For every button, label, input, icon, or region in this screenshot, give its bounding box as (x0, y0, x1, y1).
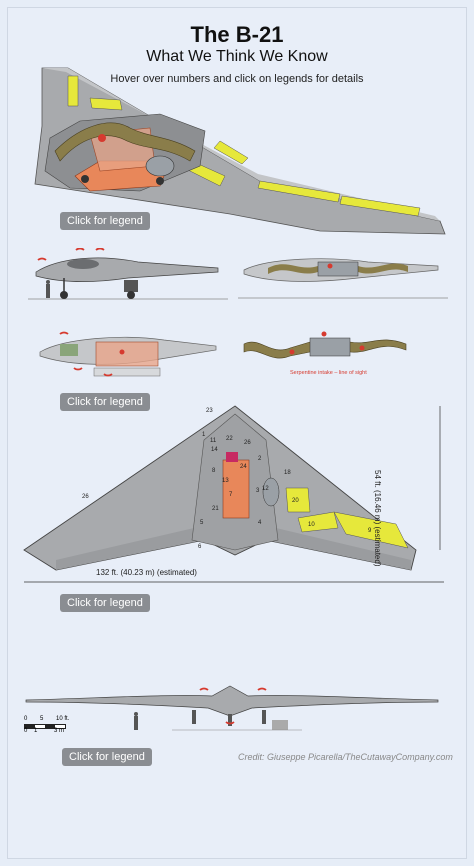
page-title: The B-21 (190, 22, 284, 47)
marker-arc-1[interactable] (37, 257, 47, 261)
plan-number-7: 7 (229, 492, 233, 498)
plan-number-19: 20 (292, 498, 299, 504)
planform-trailing (266, 528, 411, 570)
serpentine-intake-view[interactable]: Serpentine intake – line of sight (240, 326, 410, 378)
front-gear-right (262, 710, 266, 724)
front-view[interactable] (22, 676, 442, 734)
plan-number-4: 4 (258, 520, 262, 526)
plan-number-22: 23 (206, 408, 213, 414)
plan-number-9: 9 (368, 528, 372, 534)
scale-m-1: 1 (34, 728, 38, 734)
panel-c[interactable] (213, 140, 249, 165)
engine-xray[interactable] (317, 261, 359, 277)
plan-number-11: 11 (210, 438, 217, 444)
credit-line: Credit: Giuseppe Picarella/TheCutawayCom… (238, 752, 453, 762)
span-label: 132 ft. (40.23 m) (estimated) (96, 568, 197, 577)
plan-number-23: 24 (240, 464, 247, 470)
hover-hint: Hover over numbers and click on legends … (110, 73, 364, 85)
panel-19[interactable] (285, 487, 311, 513)
scale-m-0: 0 (24, 728, 28, 734)
panel-9-left[interactable] (333, 511, 409, 549)
front-marker-3[interactable] (225, 721, 235, 725)
bay-box-side[interactable] (95, 341, 159, 367)
marker-arc-6[interactable] (103, 373, 113, 377)
engine-top[interactable] (262, 477, 280, 507)
legend-button-4[interactable]: Click for legend (62, 748, 152, 766)
front-person (134, 716, 138, 730)
marker-serp-3[interactable] (359, 345, 365, 351)
marker-arc-4[interactable] (59, 331, 69, 335)
page-subtitle: What We Think We Know (146, 48, 328, 65)
front-gear-left (192, 710, 196, 724)
marker-xray[interactable] (327, 263, 333, 269)
panel-a[interactable] (67, 75, 79, 107)
plan-number-24: 26 (244, 440, 251, 446)
bay-door-open (93, 367, 161, 377)
bay-side-view[interactable] (34, 330, 224, 382)
front-marker-1[interactable] (199, 687, 209, 691)
front-gear-nose (228, 714, 232, 726)
landing-gear-wheel-2 (156, 177, 164, 185)
front-person-head (134, 712, 138, 716)
plan-numbers: 23 1 11 14 26 22 2 24 18 8 13 3 12 7 21 … (82, 408, 372, 550)
plan-number-26: 26 (82, 494, 89, 500)
marker-arc-2[interactable] (75, 248, 85, 251)
marker-bay[interactable] (119, 349, 125, 355)
person-head (46, 280, 50, 284)
panel-e[interactable] (339, 195, 421, 217)
plan-number-2: 2 (258, 456, 262, 462)
side-xray-view[interactable] (238, 252, 448, 300)
plan-number-5: 5 (200, 520, 204, 526)
bay-top[interactable] (222, 459, 250, 519)
front-marker-2[interactable] (257, 687, 267, 691)
legend-button-3[interactable]: Click for legend (60, 594, 150, 612)
side-view[interactable] (28, 248, 228, 306)
scale-bar-graphic (24, 724, 66, 729)
gear-main-wheel (127, 291, 135, 299)
planform-trailing-left (56, 528, 204, 570)
marker-serp-2[interactable] (321, 331, 327, 337)
sensor-red[interactable] (226, 452, 238, 462)
plan-number-3: 3 (256, 488, 260, 494)
serpentine-label: Serpentine intake – line of sight (290, 370, 367, 376)
plan-number-1: 1 (202, 432, 206, 438)
length-label: 54 ft. (16.46 m) (estimated) (373, 470, 382, 567)
front-wing (25, 685, 439, 717)
panel-d[interactable] (257, 180, 341, 203)
marker-arc-5[interactable] (73, 367, 83, 371)
scale-m-3: 3 m (54, 728, 65, 734)
plan-number-8: 8 (212, 468, 216, 474)
person-silhouette (46, 284, 50, 298)
marker-arc-3[interactable] (95, 248, 105, 251)
plan-number-12: 12 (262, 486, 269, 492)
panel-b[interactable] (89, 97, 123, 111)
engine[interactable] (145, 155, 175, 177)
plan-number-6: 6 (198, 544, 202, 550)
plan-number-14: 14 (211, 447, 218, 453)
plan-number-20: 21 (212, 506, 219, 512)
plan-number-18: 18 (284, 470, 291, 476)
scale-ft-10: 10 ft. (56, 716, 70, 722)
cutaway-view[interactable] (20, 66, 450, 241)
panel-10[interactable] (297, 511, 339, 533)
cockpit-box (60, 344, 78, 356)
scale-bar: 0 5 10 ft. 0 1 3 m (24, 716, 72, 736)
scale-ft-0: 0 (24, 716, 28, 722)
gear-main (124, 280, 138, 292)
legend-button-1[interactable]: Click for legend (60, 212, 150, 230)
plan-view[interactable]: 23 1 11 14 26 22 2 24 18 8 13 3 12 7 21 … (16, 400, 454, 590)
legend-button-2[interactable]: Click for legend (60, 393, 150, 411)
gear-nose-wheel (60, 291, 68, 299)
plan-number-21: 22 (226, 436, 233, 442)
cockpit-side (67, 259, 99, 269)
marker-serp-1[interactable] (289, 349, 295, 355)
plan-number-10: 10 (308, 522, 315, 528)
landing-gear-wheel (81, 175, 89, 183)
scale-ft-5: 5 (40, 716, 44, 722)
plan-number-13: 13 (222, 478, 229, 484)
front-cart (272, 720, 288, 730)
marker-cutaway[interactable] (98, 134, 106, 142)
engine-serpentine[interactable] (309, 337, 351, 357)
